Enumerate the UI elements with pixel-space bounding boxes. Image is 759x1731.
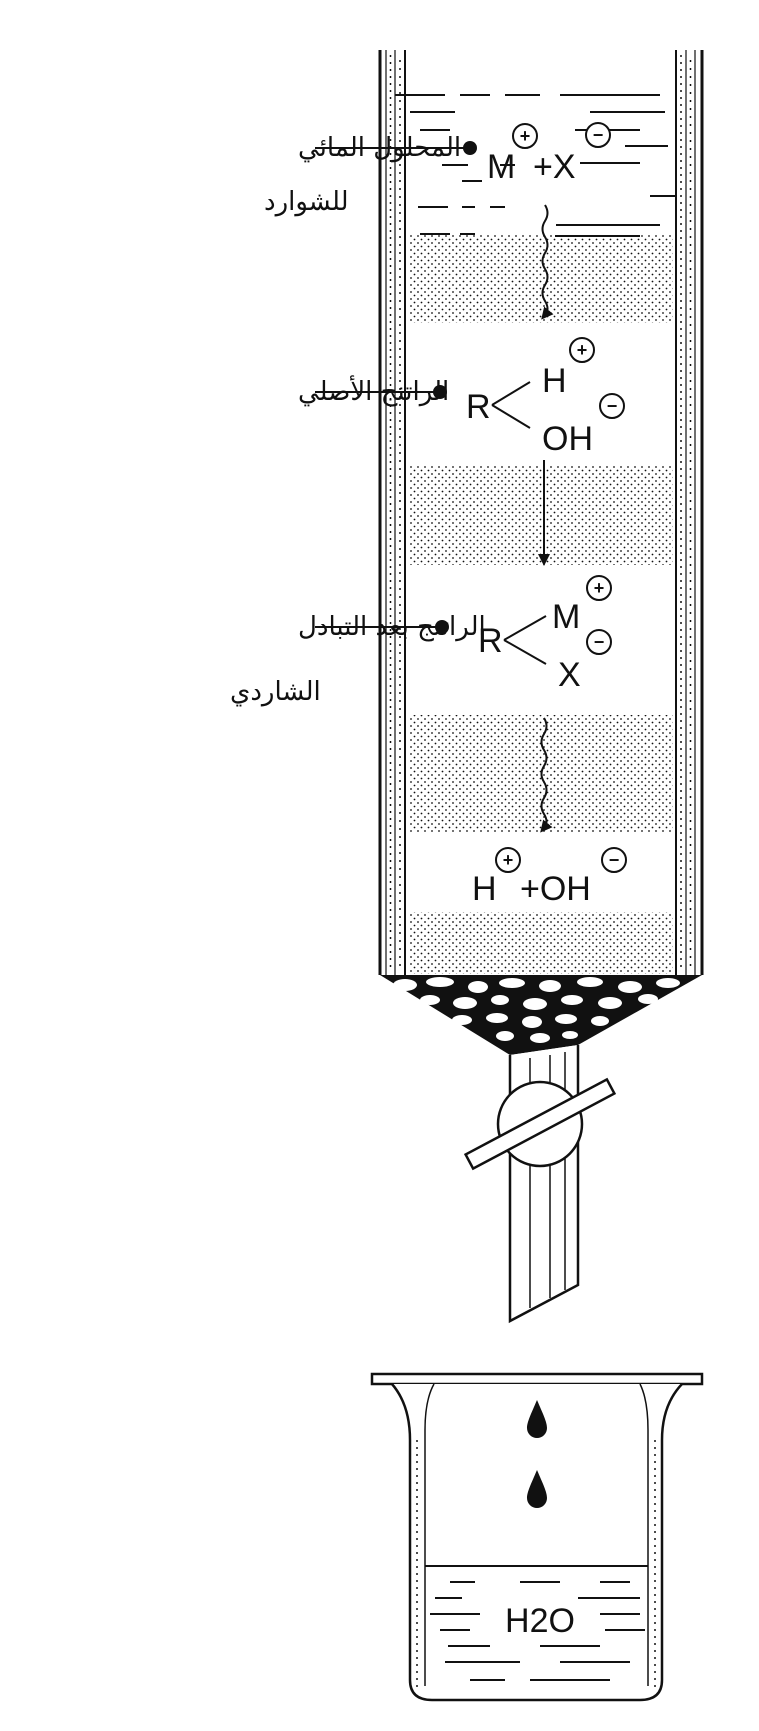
label-original-resin: الراتنج الأصلي — [298, 374, 449, 407]
chem-H-product: H — [472, 870, 497, 908]
product-ions: H + +OH − — [472, 847, 627, 908]
charge-minus-OH-product: − — [609, 850, 620, 870]
resin-band-1 — [409, 235, 673, 323]
leader-dot-exchanged-resin — [435, 620, 449, 634]
label-aqueous-solution: المحلول المائي للشوارد — [264, 133, 477, 217]
charge-plus-H-product: + — [503, 850, 514, 870]
water-drop-1 — [527, 1400, 547, 1438]
leader-dot-solution — [463, 141, 477, 155]
charge-plus-H-1: + — [577, 340, 588, 360]
exchanged-resin-formula: R M + X − — [478, 575, 612, 694]
charge-minus-X-2: − — [594, 632, 605, 652]
chem-M: M — [487, 148, 515, 186]
solution-ions: M + +X − — [487, 122, 611, 186]
chem-OH-1: OH — [542, 420, 593, 458]
resin-band-2 — [409, 465, 673, 565]
original-resin-formula: R H + OH − — [466, 337, 625, 458]
charge-plus-M: + — [520, 126, 531, 146]
resin-band-4 — [409, 912, 673, 974]
leader-dot-original-resin — [433, 385, 447, 399]
chem-X-2: X — [558, 656, 581, 694]
wavy-arrow-3 — [540, 717, 553, 833]
wavy-arrow-1 — [541, 204, 554, 320]
charge-minus-OH-1: − — [607, 396, 618, 416]
beaker-body — [391, 1383, 683, 1702]
charge-minus-X: − — [593, 125, 604, 145]
solution-liquid-dashes — [395, 94, 676, 237]
chem-plus-OH-product: +OH — [520, 870, 591, 908]
beaker-water-dashes — [430, 1581, 645, 1681]
label-exchanged-resin: الراتنج بعد التبادل الشاردي — [230, 612, 486, 707]
chem-M-2: M — [552, 598, 580, 636]
collection-beaker: H2O — [370, 1372, 704, 1702]
beaker-rim — [370, 1372, 704, 1386]
charge-plus-M-2: + — [594, 578, 605, 598]
label-exchanged-line2: الشاردي — [230, 677, 321, 707]
gravel-bed — [380, 975, 702, 1055]
label-solution-line2: للشوارد — [264, 187, 349, 217]
column-left-wall — [378, 50, 406, 975]
chem-R-1: R — [466, 388, 491, 426]
chem-R-2: R — [478, 622, 503, 660]
chem-plus-X: +X — [533, 148, 576, 186]
column-right-wall — [675, 50, 704, 975]
ion-exchange-column — [378, 50, 704, 1324]
stopcock-valve[interactable] — [463, 1077, 617, 1171]
flow-arrows — [538, 204, 554, 833]
chem-H-1: H — [542, 362, 567, 400]
water-drop-2 — [527, 1470, 547, 1508]
label-original-resin-text: الراتنج الأصلي — [298, 374, 449, 407]
beaker-water-label: H2O — [505, 1602, 575, 1640]
